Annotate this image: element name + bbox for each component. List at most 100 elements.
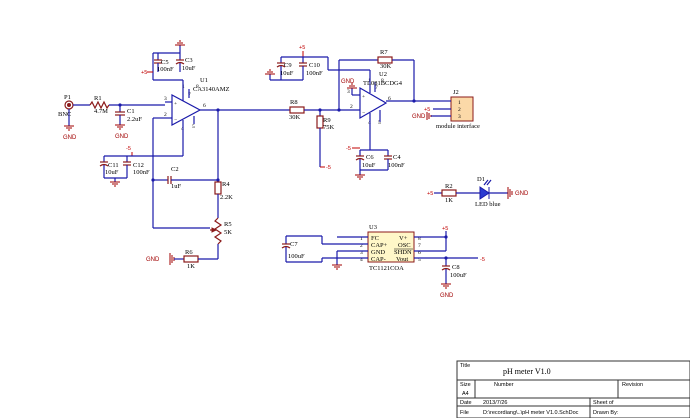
gnd-symbol-led: GND <box>507 187 529 199</box>
revision-label: Revision <box>622 382 643 388</box>
capacitor-c7: C7 100uF <box>281 236 305 262</box>
minus5-label-u1: -5 <box>126 146 131 152</box>
c6-ref: C6 <box>366 154 374 161</box>
capacitor-c5: C5 100nF <box>154 53 174 73</box>
c12-value: 100nF <box>133 169 150 176</box>
r6-ref: R6 <box>185 249 193 256</box>
capacitor-c3: C3 10uF <box>175 53 196 72</box>
svg-text:2: 2 <box>360 243 363 249</box>
c5-value: 100nF <box>157 66 174 73</box>
resistor-r1: R1 4.7M <box>89 95 110 115</box>
c5-ref: C5 <box>161 59 169 66</box>
minus5-label-r9: -5 <box>326 165 331 171</box>
p1-ref: P1 <box>64 94 71 101</box>
u3-pin-vout: Vout <box>396 256 408 263</box>
title-block: Title pH meter V1.0 Size A4 Number Revis… <box>456 360 690 418</box>
gnd-symbol-c11 <box>110 178 120 187</box>
u3-value: TC1121COA <box>369 265 404 272</box>
capacitor-c10: C10 100nF <box>299 57 323 80</box>
r1-value: 4.7M <box>94 108 108 115</box>
u2-ref: U2 <box>379 71 387 78</box>
r1-ref: R1 <box>94 95 102 102</box>
resistor-r6: R6 1K <box>183 249 199 270</box>
resistor-r2: R2 1K <box>441 183 457 204</box>
connector-j2: J2 1 2 3 module interface <box>436 89 480 130</box>
j2-value: module interface <box>436 123 480 130</box>
u2-pin8: 8 <box>381 78 384 84</box>
d1-ref: D1 <box>477 176 485 183</box>
file-value: D:\recordiang\..\pH meter V1.0.SchDoc <box>483 410 579 416</box>
j2-pin1: 1 <box>458 100 461 106</box>
led-d1: D1 LED blue <box>475 176 501 208</box>
svg-text:+: + <box>174 101 177 107</box>
r7-value: 30K <box>380 63 392 70</box>
u3-pin-shdn: SHDN <box>394 249 412 256</box>
u1-ref: U1 <box>200 77 208 84</box>
plus5-label-led: +5 <box>427 191 433 197</box>
r8-ref: R8 <box>290 99 298 106</box>
r5-value: 5K <box>224 229 232 236</box>
gnd-symbol-c8: GND <box>440 283 454 299</box>
c4-ref: C4 <box>393 154 401 161</box>
j2-pin2: 2 <box>458 107 461 113</box>
gnd-symbol-u2-in: GND <box>341 79 357 89</box>
plus5-label-u2: +5 <box>299 45 305 51</box>
c3-value: 10uF <box>182 65 196 72</box>
minus5-u1: -5 <box>126 146 133 156</box>
c9-ref: C9 <box>284 62 292 69</box>
svg-text:6: 6 <box>418 250 421 256</box>
c3-ref: C3 <box>185 57 193 64</box>
size-label: Size <box>460 382 471 388</box>
c8-value: 100uF <box>450 272 467 279</box>
gnd-label-j2: GND <box>412 114 426 120</box>
d1-value: LED blue <box>475 201 501 208</box>
c11-value: 10uF <box>105 169 119 176</box>
resistor-r7: R7 30K <box>377 49 393 70</box>
r9-ref: R9 <box>323 117 331 124</box>
svg-text:8: 8 <box>418 236 421 242</box>
plus5-u2: +5 <box>299 45 305 57</box>
c7-ref: C7 <box>290 241 298 248</box>
r2-ref: R2 <box>445 183 453 190</box>
capacitor-c4: C4 100nF <box>384 150 405 170</box>
gnd-label-p1: GND <box>63 135 77 141</box>
u1-pin8: 8 <box>196 84 199 90</box>
svg-text:+: + <box>362 94 365 100</box>
gnd-label-c1: GND <box>115 134 129 140</box>
potentiometer-r5: R5 5K <box>210 217 232 245</box>
gnd-symbol-c9 <box>265 69 275 80</box>
u1-value: CA3140AMZ <box>193 86 230 93</box>
date-value: 2013/7/26 <box>483 400 507 406</box>
gnd-symbol-p1: GND <box>63 125 77 141</box>
gnd-symbol-u1-top <box>175 40 185 53</box>
u3-pin-gnd: GND <box>371 249 385 256</box>
c1-value: 2.2uF <box>127 116 142 123</box>
capacitor-c6: C6 10uF <box>355 150 376 170</box>
c12-ref: C12 <box>133 162 144 169</box>
r7-ref: R7 <box>380 49 388 56</box>
gnd-symbol-c6 <box>355 170 365 180</box>
c9-value: 10uF <box>280 70 294 77</box>
j2-ref: J2 <box>453 89 459 96</box>
gnd-label-u2-in: GND <box>341 79 355 85</box>
file-label: File <box>460 410 469 416</box>
title-label: Title <box>460 363 470 369</box>
opamp-u2: + − 3 2 6 7 4 1 5 8 U2 TL081BCDG4 <box>347 70 403 140</box>
bnc-connector-p1: P1 BNC <box>58 94 74 126</box>
date-label: Date <box>460 400 472 406</box>
r6-value: 1K <box>187 263 195 270</box>
svg-text:4: 4 <box>360 257 363 263</box>
sheet-title: pH meter V1.0 <box>503 367 551 376</box>
gnd-label-led: GND <box>515 191 529 197</box>
minus5-label-u3: -5 <box>480 257 485 263</box>
u3-pin-vplus: V+ <box>399 235 408 242</box>
r9-value: 75K <box>323 124 335 131</box>
u3-pin-capp: CAP+ <box>371 242 388 249</box>
minus5-u2: -5 <box>346 146 360 152</box>
u2-pin2: 2 <box>350 104 353 110</box>
c2-value: 1uF <box>171 183 182 190</box>
svg-text:5: 5 <box>418 257 421 263</box>
u1-pin5: 5 <box>192 124 195 130</box>
svg-text:7: 7 <box>418 243 421 249</box>
